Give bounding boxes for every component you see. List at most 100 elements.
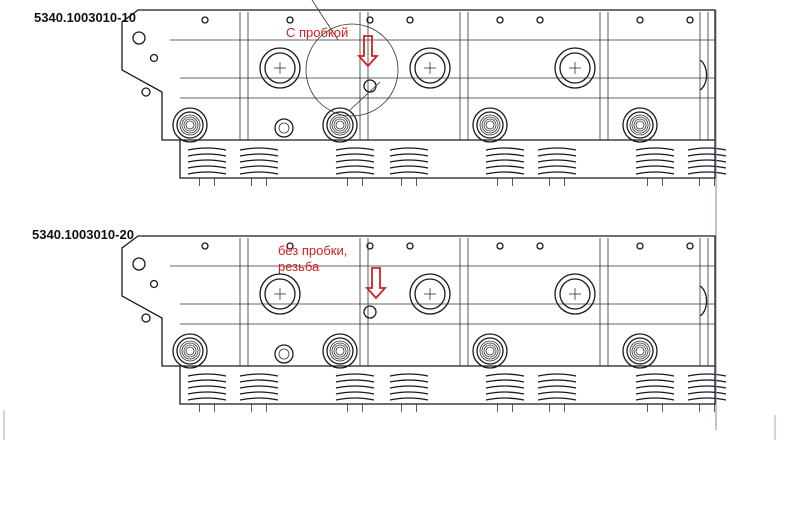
top-view (121, 9, 727, 186)
valve-seat (322, 107, 358, 143)
valve-thread (485, 120, 495, 130)
spring-coil (537, 159, 577, 163)
leader-line (311, 0, 339, 41)
valve-thread (183, 344, 197, 358)
spring-coil (687, 153, 727, 157)
spring-coil (335, 171, 375, 175)
spring-coil (635, 391, 675, 395)
valve-seat-mid (476, 111, 504, 139)
glow-bore-inner (278, 348, 290, 360)
bore-inner (264, 52, 296, 84)
valve-thread (631, 342, 649, 360)
spring-coil (239, 153, 279, 157)
spring-coil (635, 397, 675, 401)
spring-coil (335, 391, 375, 395)
spring-coil (635, 153, 675, 157)
spring-coil (187, 379, 227, 383)
leader-line (349, 81, 381, 111)
valve-thread (333, 118, 347, 132)
valve-seat-mid (626, 111, 654, 139)
valve-spring (537, 147, 577, 186)
valve-seat-mid (176, 337, 204, 365)
bolt-hole (636, 242, 644, 250)
spring-coil (485, 147, 525, 151)
spring-coil (239, 171, 279, 175)
bolt-hole (496, 16, 504, 24)
bolt-hole (366, 242, 374, 250)
spring-coil (335, 373, 375, 377)
spring-coil (485, 153, 525, 157)
valve-spring (687, 147, 727, 186)
valve-thread (335, 346, 345, 356)
valve-thread (179, 340, 201, 362)
bore-outer (259, 273, 301, 315)
spring-coil (187, 397, 227, 401)
valve-seat (322, 333, 358, 369)
part-number-top: 5340.1003010-10 (34, 10, 136, 25)
spring-coil (239, 385, 279, 389)
spring-coil (239, 397, 279, 401)
bolt-hole (686, 16, 694, 24)
spring-coil (389, 385, 429, 389)
spring-coil (537, 153, 577, 157)
spring-coil (635, 171, 675, 175)
spring-coil (537, 385, 577, 389)
bolt-hole (201, 242, 209, 250)
valve-thread (331, 342, 349, 360)
injector-bore (554, 273, 596, 315)
spring-coil (687, 397, 727, 401)
spring-coil (239, 147, 279, 151)
spring-coil (239, 165, 279, 169)
spring-coil (635, 165, 675, 169)
valve-thread (181, 116, 199, 134)
bolt-hole (149, 279, 159, 289)
valve-thread (633, 344, 647, 358)
valve-seat-outer (472, 107, 508, 143)
spring-coil (485, 171, 525, 175)
spring-coil (485, 165, 525, 169)
spring-coil (635, 373, 675, 377)
bolt-hole (286, 16, 294, 24)
spring-coil (389, 165, 429, 169)
valve-seat-outer (472, 333, 508, 369)
valve-thread (329, 114, 351, 136)
spring-coil (335, 159, 375, 163)
valve-thread (633, 118, 647, 132)
spring-coil (687, 385, 727, 389)
spring-coil (187, 153, 227, 157)
valve-thread (331, 116, 349, 134)
valve-seat-outer (172, 333, 208, 369)
valve-spring (239, 373, 279, 412)
bolt-hole (686, 242, 694, 250)
bolt-hole (363, 305, 377, 319)
spring-coil (187, 171, 227, 175)
valve-thread (629, 340, 651, 362)
bore-inner (414, 52, 446, 84)
bolt-hole (536, 242, 544, 250)
bolt-hole (496, 242, 504, 250)
bore-inner (559, 52, 591, 84)
valve-seat (472, 333, 508, 369)
valve-spring (335, 373, 375, 412)
spring-coil (485, 159, 525, 163)
valve-spring (239, 147, 279, 186)
valve-thread (631, 116, 649, 134)
valve-thread (333, 344, 347, 358)
detail-circle (305, 23, 399, 117)
valve-thread (483, 344, 497, 358)
note-without-plug-line2: резьба (278, 259, 320, 274)
spring-coil (485, 397, 525, 401)
spring-coil (389, 147, 429, 151)
valve-seat-outer (322, 333, 358, 369)
bore-outer (554, 273, 596, 315)
valve-thread (183, 118, 197, 132)
valve-thread (185, 346, 195, 356)
bore-outer (409, 273, 451, 315)
bore-inner (414, 278, 446, 310)
valve-thread (335, 120, 345, 130)
bolt-hole (636, 16, 644, 24)
valve-seat (622, 333, 658, 369)
spring-coil (239, 373, 279, 377)
